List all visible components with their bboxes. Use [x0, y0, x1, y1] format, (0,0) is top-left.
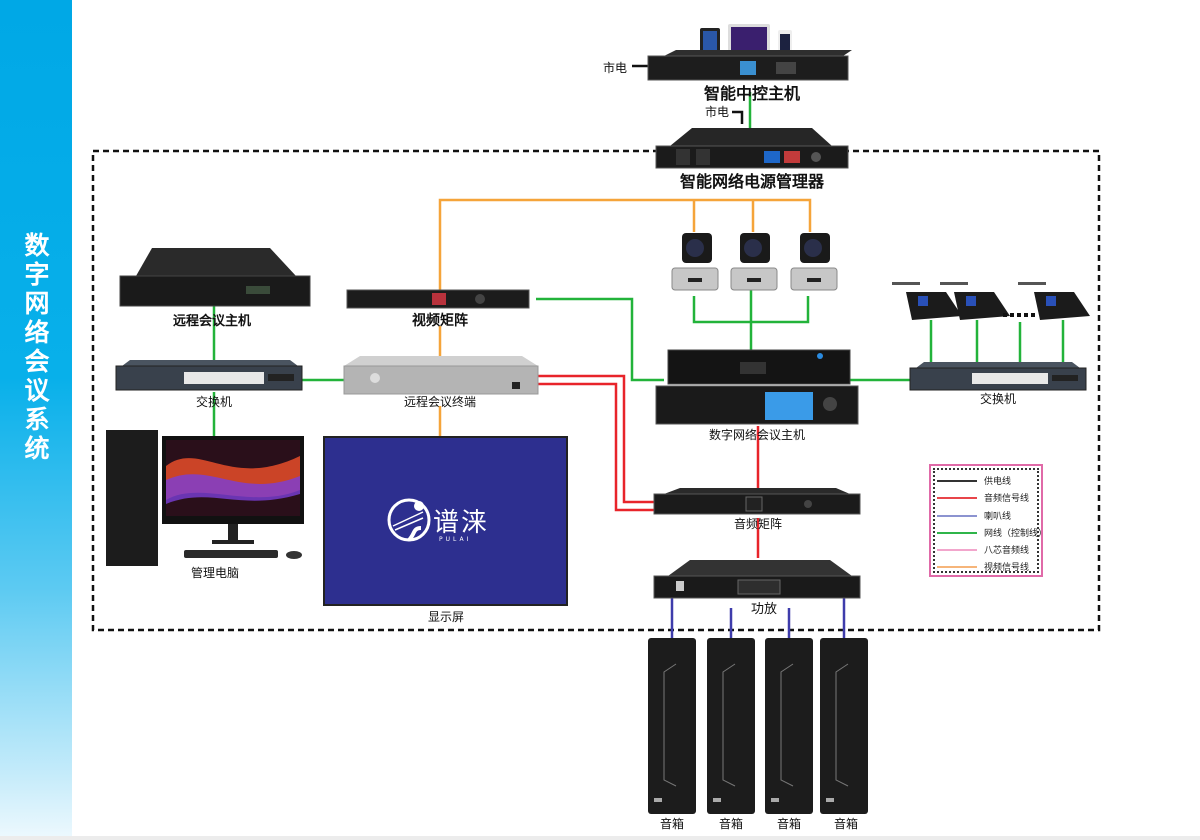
left-switch-label: 交换机 [195, 395, 233, 409]
mouse [286, 551, 302, 559]
legend-item: 八芯音频线 [937, 545, 1041, 556]
video-bus [438, 198, 812, 290]
speaker[interactable] [648, 638, 696, 814]
speaker[interactable] [707, 638, 755, 814]
speaker-label: 音箱 [776, 817, 802, 831]
video-cables [438, 198, 812, 436]
speaker[interactable] [765, 638, 813, 814]
mains-label-2: 市电 [705, 105, 730, 119]
legend-swatch [937, 497, 977, 499]
conference-unit[interactable] [1018, 282, 1090, 320]
management-pc-label: 管理电脑 [190, 566, 240, 580]
ptz-camera[interactable] [671, 233, 719, 291]
left-switch-device[interactable] [115, 360, 303, 391]
cable-legend: 供电线 音频信号线 喇叭线 网线（控制线） 八芯音频线 视频信号线 [929, 464, 1047, 577]
pc-tower [106, 430, 158, 566]
legend-swatch [937, 532, 977, 534]
speaker-label: 音箱 [659, 817, 685, 831]
conference-host-device[interactable] [655, 349, 859, 425]
video-matrix-label: 视频矩阵 [412, 313, 468, 329]
switch-ports [184, 372, 264, 384]
system-title: 数字网络会议系统 [21, 232, 50, 464]
system-boundary [91, 149, 1101, 632]
power-manager-label: 智能网络电源管理器 [679, 172, 825, 191]
central-control-device[interactable] [647, 24, 852, 81]
legend-swatch [937, 549, 977, 551]
remote-host-label: 远程会议主机 [172, 314, 252, 329]
remote-terminal-device[interactable] [343, 356, 539, 395]
legend-item: 视频信号线 [937, 562, 1041, 573]
sidebar-banner: 数字网络会议系统 [0, 0, 72, 840]
pulai-logo: 谱涞 PULAI [387, 496, 507, 548]
speaker-cables [670, 596, 846, 642]
legend-item: 网线（控制线） [937, 528, 1047, 539]
net-matrix-to-confhost [536, 297, 664, 382]
conference-host-label: 数字网络会议主机 [708, 428, 806, 442]
power-manager-device[interactable] [655, 128, 849, 169]
dotted-ellipsis [1003, 313, 1035, 317]
right-switch-label: 交换机 [979, 392, 1017, 406]
speaker-label: 音箱 [718, 817, 744, 831]
conference-unit[interactable] [892, 282, 962, 320]
ptz-camera[interactable] [730, 233, 778, 291]
video-matrix-device[interactable] [346, 289, 530, 309]
network-cables [212, 92, 1065, 436]
legend-swatch [937, 566, 977, 568]
ptz-camera[interactable] [790, 233, 838, 291]
speaker[interactable] [820, 638, 868, 814]
display-screen[interactable]: 谱涞 PULAI [323, 436, 568, 606]
legend-item: 供电线 [937, 476, 1041, 487]
audio-matrix-label: 音频矩阵 [733, 517, 783, 531]
power-cables [632, 64, 744, 124]
management-pc-device[interactable] [106, 430, 304, 566]
logo-name: 谱涞 [433, 508, 490, 538]
legend-item: 喇叭线 [937, 511, 1041, 522]
audio-terminal-to-matrix-b [538, 382, 654, 512]
keyboard [184, 550, 278, 558]
conference-unit[interactable] [940, 282, 1010, 320]
speaker-label: 音箱 [833, 817, 859, 831]
audio-cables [538, 374, 760, 558]
logo-emblem-icon [387, 498, 431, 542]
central-control-label: 智能中控主机 [703, 84, 801, 103]
remote-host-device[interactable] [119, 248, 311, 307]
cameras[interactable] [671, 233, 838, 291]
amplifier-device[interactable] [653, 560, 861, 599]
legend-item: 音频信号线 [937, 493, 1041, 504]
logo-subtitle: PULAI [439, 536, 472, 543]
audio-terminal-to-matrix-a [538, 374, 654, 504]
speakers[interactable] [648, 638, 868, 814]
power-cable-manager [732, 110, 744, 124]
legend-swatch [937, 480, 977, 482]
display-label: 显示屏 [427, 610, 465, 624]
audio-matrix-device[interactable] [653, 488, 861, 515]
legend-swatch [937, 515, 977, 517]
right-switch-device[interactable] [909, 362, 1087, 391]
bottom-border [0, 836, 1200, 840]
amplifier-label: 功放 [750, 602, 778, 617]
remote-terminal-label: 远程会议终端 [403, 395, 477, 409]
mains-label-1: 市电 [603, 61, 628, 75]
conference-units[interactable] [892, 282, 1090, 320]
